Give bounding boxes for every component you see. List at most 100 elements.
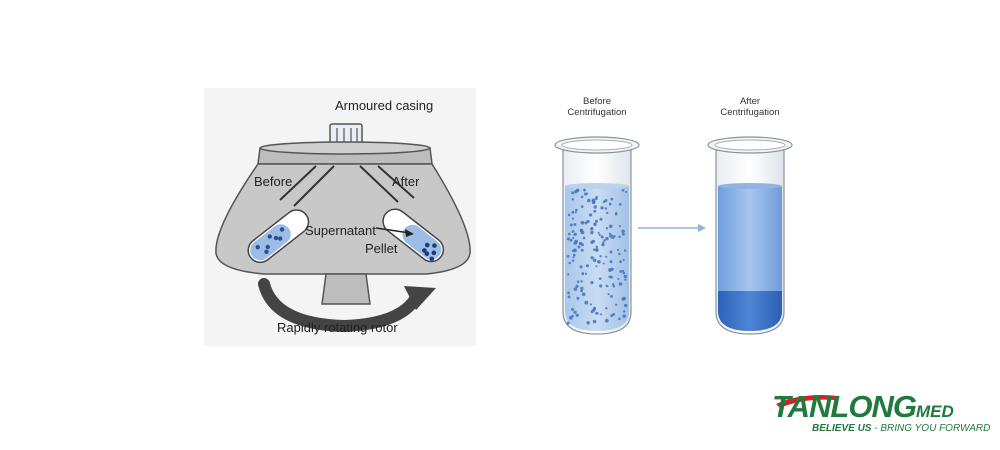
- particle: [567, 213, 571, 217]
- particle: [623, 249, 627, 252]
- particle: [587, 198, 591, 203]
- particle: [595, 245, 598, 249]
- particle: [621, 269, 625, 273]
- tube-after: [707, 136, 793, 335]
- particle: [593, 222, 597, 226]
- particle: [602, 200, 606, 204]
- supernatant-label: Supernatant: [305, 223, 376, 238]
- logo-name: TANLONG: [772, 389, 917, 424]
- particle: [586, 219, 590, 224]
- before-centrifugation-label: Before Centrifugation: [547, 96, 647, 118]
- particle: [574, 232, 577, 236]
- particle: [579, 228, 584, 233]
- rotation-arrow: [258, 278, 424, 333]
- before-label-line1: Before: [583, 96, 611, 107]
- particle: [592, 248, 596, 251]
- particle: [580, 220, 585, 225]
- particle: [573, 223, 577, 226]
- before-label-line2: Centrifugation: [567, 107, 627, 118]
- particle: [571, 230, 575, 233]
- particle: [618, 224, 622, 228]
- particle: [571, 314, 574, 318]
- logo-suffix: MED: [915, 402, 954, 421]
- particle: [592, 307, 597, 311]
- particle: [612, 235, 616, 238]
- particle: [593, 201, 596, 204]
- particle: [621, 229, 625, 234]
- particle: [618, 202, 622, 206]
- particle: [575, 284, 579, 288]
- before-label: Before: [254, 174, 293, 189]
- particle: [600, 206, 604, 210]
- particle: [580, 286, 584, 290]
- particle: [589, 213, 593, 217]
- particle: [577, 245, 581, 249]
- particle: [624, 303, 628, 308]
- particle: [572, 256, 575, 259]
- particle: [568, 232, 571, 236]
- particle: [576, 296, 580, 300]
- particle: [572, 236, 575, 240]
- particle: [584, 272, 588, 275]
- particle: [610, 314, 614, 318]
- particle: [595, 195, 598, 199]
- particle: [601, 242, 605, 247]
- particle: [605, 307, 608, 310]
- particle: [617, 248, 620, 252]
- particle: [590, 230, 594, 235]
- particle: [578, 241, 583, 246]
- particle: [607, 293, 610, 296]
- particle: [599, 284, 603, 288]
- particle: [619, 260, 622, 264]
- particle: [584, 192, 588, 196]
- particle: [571, 307, 575, 312]
- particle: [618, 252, 621, 256]
- particle: [592, 258, 597, 263]
- particle: [586, 192, 589, 195]
- particle: [622, 232, 625, 236]
- particle: [621, 297, 625, 301]
- particle: [567, 295, 571, 299]
- particle: [608, 268, 612, 272]
- pellet-label: Pellet: [365, 241, 398, 256]
- particle: [611, 236, 615, 240]
- after-label-line2: Centrifugation: [720, 107, 780, 118]
- particle: [579, 265, 583, 269]
- particle: [571, 217, 575, 220]
- particle: [618, 282, 623, 286]
- particle: [568, 261, 571, 265]
- particle: [598, 233, 601, 237]
- particle: [602, 262, 605, 265]
- particle: [595, 265, 598, 268]
- particle: [622, 296, 626, 301]
- particle: [590, 256, 594, 260]
- supernatant-layer: [718, 186, 782, 292]
- particle: [569, 238, 573, 242]
- particle: [605, 227, 609, 230]
- rotor-label: Rapidly rotating rotor: [277, 320, 398, 335]
- tagline-rest: - BRING YOU FORWARD: [871, 423, 991, 434]
- particle: [612, 283, 615, 286]
- particle: [600, 313, 603, 316]
- particle: [582, 236, 586, 240]
- particle: [606, 285, 609, 288]
- particle: [593, 306, 596, 309]
- particle: [612, 285, 616, 288]
- particle: [589, 303, 593, 306]
- particle: [575, 188, 580, 193]
- particle: [624, 278, 627, 281]
- rotor-pedestal: [321, 273, 371, 305]
- particle: [574, 239, 579, 244]
- particle: [573, 241, 577, 245]
- particle: [593, 209, 597, 213]
- particle: [615, 303, 618, 306]
- particle: [580, 280, 583, 283]
- particle: [571, 191, 575, 195]
- particle: [580, 205, 584, 208]
- particle: [581, 292, 586, 297]
- particle: [614, 212, 618, 216]
- particle: [615, 211, 618, 214]
- particle: [606, 211, 609, 215]
- particle: [590, 227, 594, 231]
- particle: [605, 318, 609, 323]
